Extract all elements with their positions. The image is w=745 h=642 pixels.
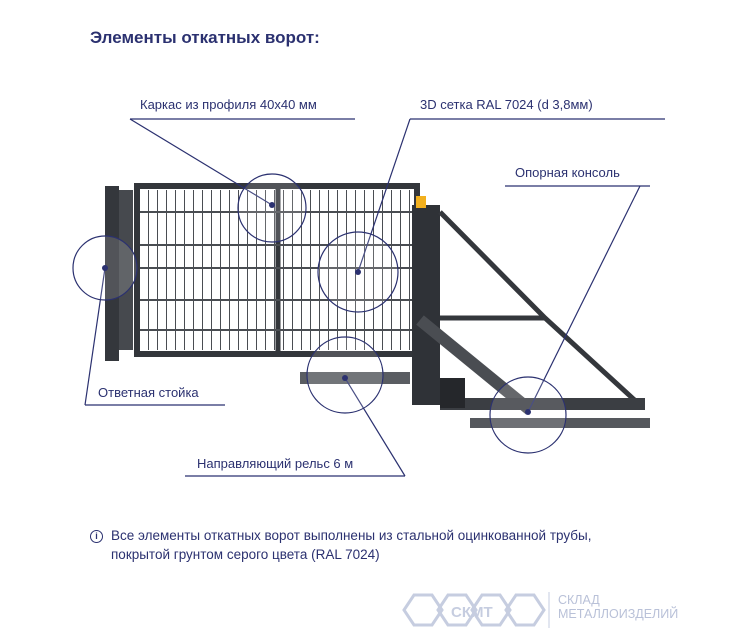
page-title: Элементы откатных ворот: xyxy=(90,28,320,47)
note-line-2: покрытой грунтом серого цвета (RAL 7024) xyxy=(111,547,380,562)
warning-lamp xyxy=(416,196,426,208)
label-console: Опорная консоль xyxy=(515,165,620,180)
label-rail: Направляющий рельс 6 м xyxy=(197,456,354,471)
logo-text: СКЛАД МЕТАЛЛОИЗДЕЛИЙ xyxy=(558,593,678,621)
logo-mark: СКМТ xyxy=(402,592,550,628)
label-post: Ответная стойка xyxy=(98,385,199,400)
mating-post xyxy=(105,186,133,361)
label-mesh: 3D сетка RAL 7024 (d 3,8мм) xyxy=(420,97,593,112)
logo-line-2: МЕТАЛЛОИЗДЕЛИЙ xyxy=(558,607,679,621)
gate-panel xyxy=(134,183,420,384)
note-line-1: Все элементы откатных ворот выполнены из… xyxy=(111,528,592,543)
logo-letters: СКМТ xyxy=(451,604,493,621)
logo-line-1: СКЛАД xyxy=(558,593,600,607)
info-note: i Все элементы откатных ворот выполнены и… xyxy=(90,526,591,564)
label-frame: Каркас из профиля 40x40 мм xyxy=(140,97,317,112)
info-icon: i xyxy=(90,530,103,543)
